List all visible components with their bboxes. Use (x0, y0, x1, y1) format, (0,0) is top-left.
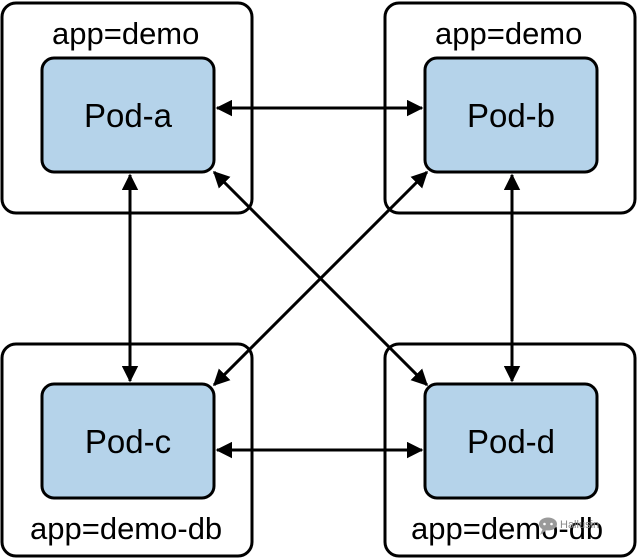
watermark-text: Hallusin (560, 519, 599, 531)
pod-d[interactable]: Pod-d (423, 382, 599, 500)
connection-b-c (212, 170, 429, 387)
pod-b[interactable]: Pod-b (423, 56, 599, 174)
pod-b-label: Pod-b (467, 97, 555, 134)
pod-d-label: Pod-d (467, 423, 555, 460)
watermark: Hallusin (539, 517, 599, 535)
group-label-top-left: app=demo (52, 16, 199, 51)
pod-c-label: Pod-c (85, 423, 171, 460)
chat-bubble-icon (539, 517, 557, 535)
group-label-top-right: app=demo (435, 16, 582, 51)
group-label-bottom-right: app=demo-db (411, 511, 603, 546)
group-label-bottom-left: app=demo-db (30, 511, 222, 546)
pod-c[interactable]: Pod-c (40, 382, 216, 500)
pod-a[interactable]: Pod-a (40, 56, 216, 174)
pod-a-label: Pod-a (84, 97, 173, 134)
